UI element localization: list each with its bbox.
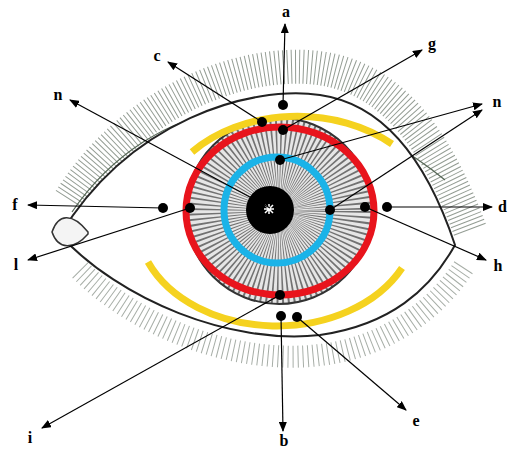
callout-letter: b [278,432,291,450]
callout-letter: n [52,86,65,104]
iris-fibres [225,157,333,265]
point-dots [158,100,392,322]
callout-letter: f [10,196,19,214]
callout-letter: l [12,256,20,274]
red-ring [186,127,374,295]
callout-letter: n [491,93,504,111]
callout-letter: i [26,429,34,447]
leader-lines [28,24,492,431]
pupil [246,186,294,234]
callout-letter: g [426,35,438,53]
callout-letter: d [496,198,509,216]
tear-duct [52,218,88,246]
eye-outline [60,93,455,336]
callout-letter: h [492,257,505,275]
callout-letter: c [151,47,162,65]
callout-letter: e [410,412,421,430]
blue-ring [224,157,330,263]
callout-letter: a [280,3,292,21]
